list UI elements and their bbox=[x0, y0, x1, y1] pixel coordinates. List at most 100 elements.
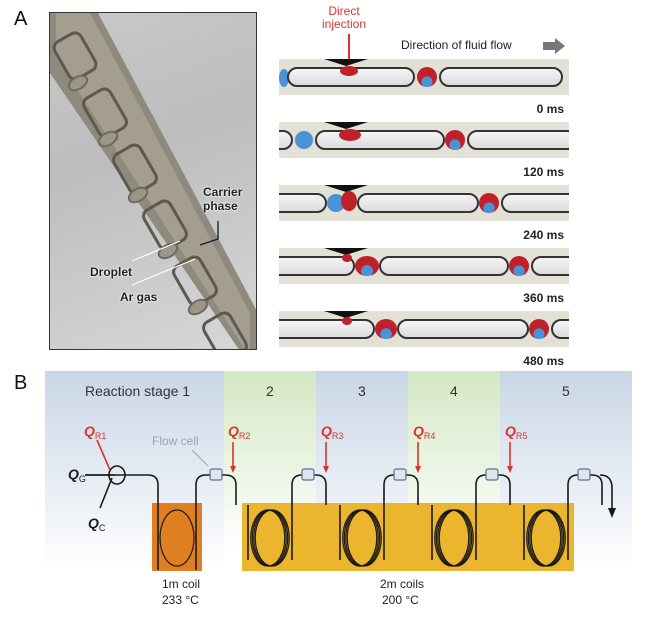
coil2-temp-label: 200 °C bbox=[382, 593, 419, 607]
reagent-arrowhead-icon bbox=[230, 466, 236, 473]
merged-droplet bbox=[445, 130, 465, 150]
direct-injection-label: Direct injection bbox=[322, 5, 366, 31]
carrier-inlet-line bbox=[99, 477, 113, 509]
label-carrier-line2: phase bbox=[203, 199, 238, 213]
frame-360ms bbox=[279, 248, 569, 284]
carrier-callout-line bbox=[199, 221, 219, 246]
frame-time-0: 0 ms bbox=[536, 102, 564, 116]
gas-slug bbox=[467, 130, 569, 150]
gas-slug bbox=[501, 193, 569, 213]
frame-time-360: 360 ms bbox=[523, 291, 564, 305]
reagent-flow-label-3: QR3 bbox=[321, 423, 343, 441]
flow-cell-4 bbox=[485, 468, 499, 481]
carrier-flow-label: QC bbox=[88, 515, 106, 533]
stage-label-5: 5 bbox=[562, 383, 570, 399]
red-droplet bbox=[340, 66, 358, 76]
reagent-arrowhead-icon bbox=[415, 466, 421, 473]
channel-photo bbox=[49, 12, 257, 350]
flow-cell-5 bbox=[577, 468, 591, 481]
gas-flow-label: QG bbox=[68, 466, 86, 484]
injection-arrow-icon bbox=[348, 34, 350, 64]
callout-lines bbox=[131, 240, 196, 286]
coil1-temp-label: 233 °C bbox=[162, 593, 199, 607]
reagent-arrowhead-icon bbox=[507, 466, 513, 473]
flow-cell-1 bbox=[209, 468, 223, 481]
merged-droplet bbox=[529, 319, 549, 339]
stage-label-2: 2 bbox=[266, 383, 274, 399]
reagent-flow-label-4: QR4 bbox=[413, 423, 435, 441]
red-droplet bbox=[341, 191, 357, 211]
reagent-flow-label-5: QR5 bbox=[505, 423, 527, 441]
frame-480ms bbox=[279, 311, 569, 347]
outlet-tube bbox=[599, 474, 613, 510]
stage-label-1: Reaction stage 1 bbox=[85, 383, 190, 399]
coil2-length-label: 2m coils bbox=[380, 577, 424, 591]
gas-slug bbox=[531, 256, 569, 276]
label-carrier-phase: Carrier phase bbox=[203, 185, 242, 213]
stage-label-3: 3 bbox=[358, 383, 366, 399]
gas-slug bbox=[279, 130, 293, 150]
merged-droplet bbox=[509, 256, 529, 276]
frame-time-240: 240 ms bbox=[523, 228, 564, 242]
coil-1 bbox=[159, 509, 195, 567]
flow-direction-arrow-icon bbox=[543, 38, 565, 54]
label-droplet: Droplet bbox=[90, 265, 132, 279]
gas-slug bbox=[397, 319, 529, 339]
stage-labels: Reaction stage 1 2 3 4 5 bbox=[85, 383, 570, 399]
direct-injection-line1: Direct bbox=[328, 4, 360, 18]
frame-time-120: 120 ms bbox=[523, 165, 564, 179]
injector-nozzle bbox=[324, 311, 368, 318]
red-droplet bbox=[339, 129, 361, 141]
reagent-inlets: QR1 QR2 QR3 QR4 QR5 bbox=[84, 423, 527, 473]
t-junction-icon bbox=[108, 465, 126, 485]
flow-direction-label: Direction of fluid flow bbox=[401, 38, 512, 52]
flow-cell-label: Flow cell bbox=[152, 434, 199, 448]
droplets bbox=[67, 74, 209, 316]
blue-droplet bbox=[295, 131, 313, 149]
merged-droplet bbox=[375, 319, 397, 339]
frame-240ms bbox=[279, 185, 569, 221]
gas-slug bbox=[357, 193, 479, 213]
blue-droplet bbox=[279, 69, 289, 87]
reagent-inlet-arrow-1 bbox=[96, 439, 111, 471]
reagent-flow-label-1: QR1 bbox=[84, 423, 106, 441]
gas-slug bbox=[279, 193, 327, 213]
injector-nozzle bbox=[324, 248, 368, 255]
frame-time-480: 480 ms bbox=[523, 354, 564, 368]
merged-droplet bbox=[417, 67, 437, 87]
gas-slug bbox=[439, 67, 563, 87]
gas-slug bbox=[279, 319, 375, 339]
injector-nozzle bbox=[324, 185, 368, 192]
direct-injection-line2: injection bbox=[322, 17, 367, 31]
gas-slug bbox=[279, 256, 355, 276]
injector-nozzle bbox=[324, 122, 368, 129]
injector-nozzle bbox=[324, 59, 368, 66]
red-droplet bbox=[342, 317, 352, 325]
panel-a-letter: A bbox=[14, 8, 28, 30]
reactor-diagram: Reaction stage 1 2 3 4 5 QG QC Flow cell QR1… bbox=[45, 371, 632, 607]
red-droplet bbox=[342, 254, 352, 262]
reagent-flow-label-2: QR2 bbox=[228, 423, 250, 441]
label-carrier-line1: Carrier bbox=[203, 185, 243, 199]
merged-droplet bbox=[479, 193, 499, 213]
flow-cells bbox=[209, 468, 591, 481]
gas-slug bbox=[315, 130, 445, 150]
label-ar-gas: Ar gas bbox=[120, 290, 158, 304]
reagent-arrowhead-icon bbox=[323, 466, 329, 473]
flow-cell-pointer bbox=[191, 449, 209, 467]
frame-120ms bbox=[279, 122, 569, 158]
gas-slug bbox=[551, 319, 569, 339]
outlet-arrow-icon bbox=[608, 508, 616, 518]
gas-slug bbox=[379, 256, 509, 276]
flow-cell-3 bbox=[393, 468, 407, 481]
frame-0ms bbox=[279, 59, 569, 95]
flow-cell-2 bbox=[301, 468, 315, 481]
coil-2 bbox=[247, 474, 327, 567]
coil1-length-label: 1m coil bbox=[162, 577, 200, 591]
channel-photo-drawing bbox=[50, 13, 256, 349]
panel-b-letter: B bbox=[14, 372, 28, 394]
coil-bath-200c bbox=[242, 503, 574, 571]
merged-droplet bbox=[355, 256, 379, 276]
blue-droplet bbox=[327, 194, 345, 212]
stage-label-4: 4 bbox=[450, 383, 458, 399]
